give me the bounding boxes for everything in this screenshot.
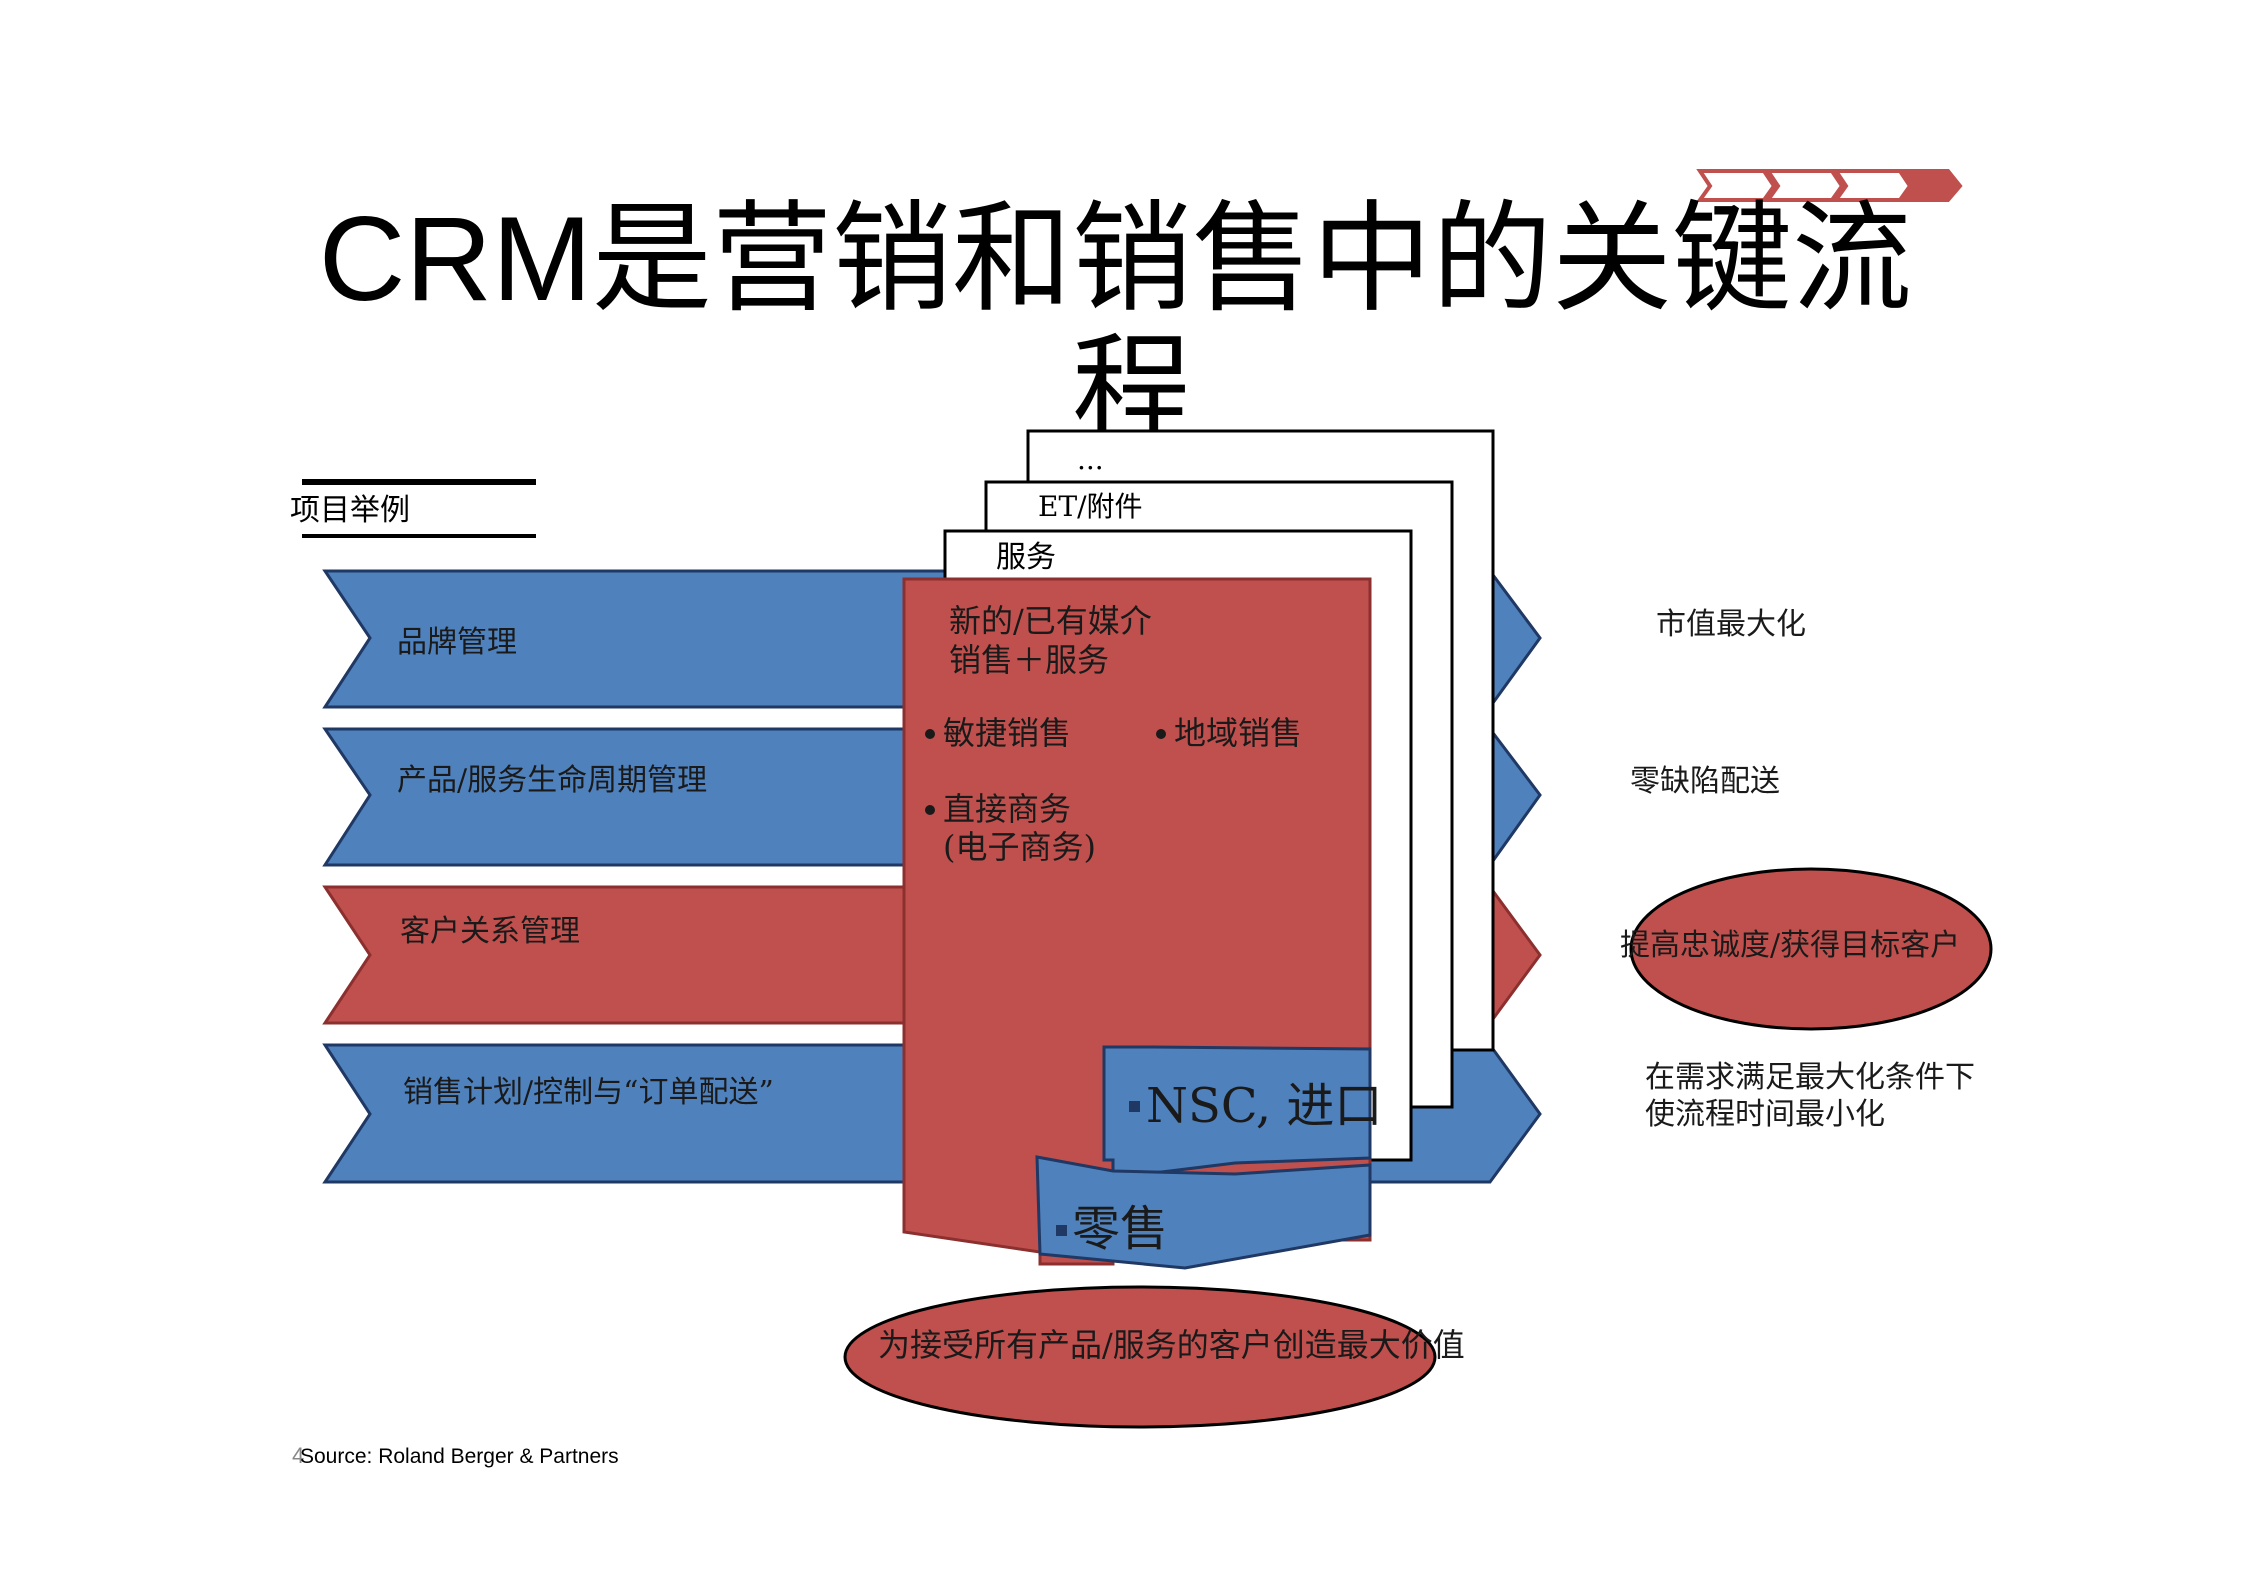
row-label-lifecycle: 产品/服务生命周期管理: [397, 763, 707, 798]
progress-chevron-4: [1900, 169, 1963, 202]
page-title: CRM是营销和销售中的关键流 程: [319, 192, 1946, 458]
center-heading-line-2: 销售＋服务: [949, 641, 1109, 679]
retail-block: [1035, 1155, 1372, 1270]
retail-label: 零售: [1072, 1201, 1168, 1257]
source-note: Source: Roland Berger & Partners: [300, 1445, 619, 1468]
bottom-value-text: 为接受所有产品/服务的客户创造最大价值: [878, 1326, 1465, 1364]
row-label-brand: 品牌管理: [397, 625, 517, 660]
page-title-line-1: CRM是营销和销售中的关键流: [319, 192, 1912, 326]
bullet-dot-direct: [925, 805, 935, 815]
outcome-sales-line-2: 使流程时间最小化: [1645, 1097, 1885, 1132]
outcome-crm-highlight: [1629, 867, 1993, 1031]
stack-page-front-label: 服务: [996, 540, 1056, 575]
progress-chevrons: [1696, 169, 1963, 202]
outcome-crm: 提高忠诚度/获得目标客户: [1620, 928, 1960, 963]
bottom-value-highlight: [843, 1285, 1437, 1429]
row-label-crm: 客户关系管理: [400, 914, 580, 949]
bullet-direct-commerce-line-2: (电子商务): [943, 828, 1096, 866]
legend-label: 项目举例: [290, 493, 410, 528]
outcome-lifecycle: 零缺陷配送: [1630, 764, 1780, 799]
nsc-square-icon: [1129, 1101, 1140, 1112]
nsc-block: [1102, 1045, 1372, 1180]
bullet-direct-commerce-line-1: 直接商务: [943, 790, 1071, 828]
page-number: 4: [292, 1443, 304, 1468]
progress-chevron-1: [1696, 169, 1777, 202]
outcome-brand: 市值最大化: [1656, 607, 1806, 642]
stack-page-back-label: ...: [1077, 443, 1104, 476]
nsc-label: NSC, 进口: [1146, 1078, 1382, 1134]
progress-chevron-3: [1832, 169, 1913, 202]
center-heading-line-1: 新的/已有媒介: [949, 602, 1152, 640]
bullet-dot-agile: [925, 729, 935, 739]
row-label-sales: 销售计划/控制与“订单配送”: [403, 1075, 774, 1110]
bullet-agile-sales: 敏捷销售: [943, 714, 1071, 752]
retail-square-icon: [1056, 1225, 1067, 1236]
progress-chevron-2: [1764, 169, 1845, 202]
stack-page-middle-label: ET/附件: [1038, 490, 1143, 523]
bullet-regional-sales: 地域销售: [1174, 714, 1302, 752]
outcome-sales-line-1: 在需求满足最大化条件下: [1645, 1060, 1975, 1095]
bullet-dot-regional: [1156, 729, 1166, 739]
